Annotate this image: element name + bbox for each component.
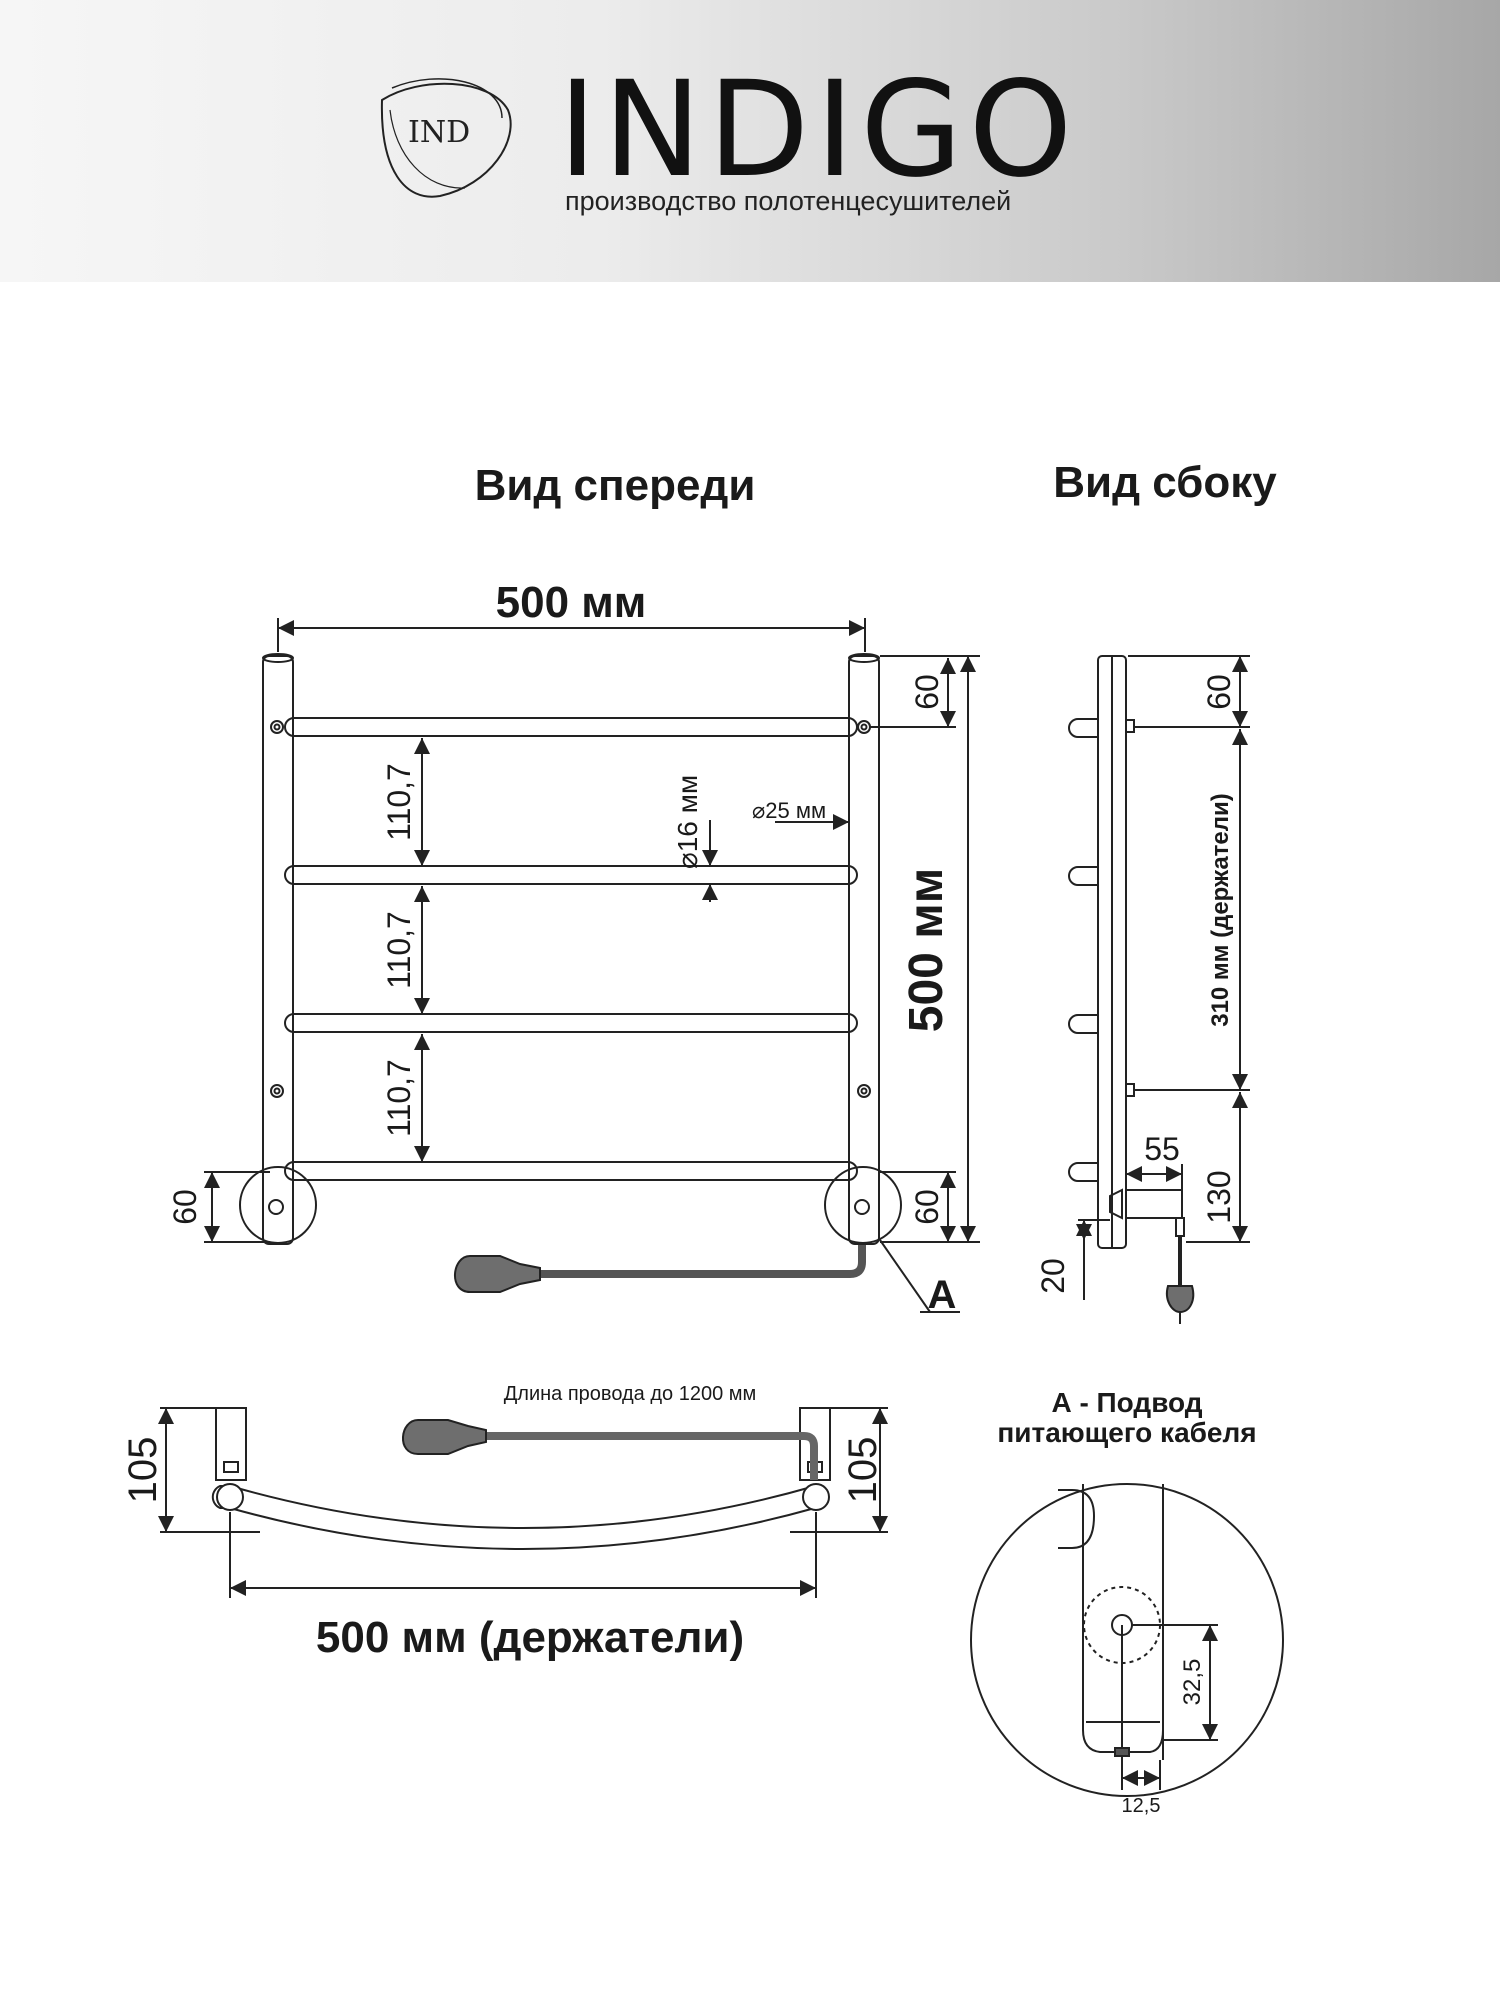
top-right-depth: 105 (841, 1437, 885, 1504)
left-bottom-offset: 60 (167, 1189, 203, 1225)
side-top-offset: 60 (1201, 674, 1237, 710)
logo-monogram: IND (408, 115, 471, 150)
detail-horizontal-dim: 12,5 (1122, 1795, 1161, 1817)
right-top-offset: 60 (909, 674, 945, 710)
callout-a-label: А (928, 1273, 957, 1317)
side-view (1068, 655, 1250, 1324)
side-holders-label: 310 мм (держатели) (1207, 793, 1234, 1027)
cable-length-label: Длина провода до 1200 мм (504, 1383, 757, 1405)
detail-vertical-dim: 32,5 (1179, 1659, 1206, 1706)
front-view (204, 618, 980, 1313)
rung-4 (284, 1161, 858, 1181)
top-view (158, 1407, 888, 1598)
side-depth-label: 55 (1144, 1131, 1180, 1167)
rung-3 (284, 1013, 858, 1033)
brand-name: INDIGO (558, 53, 1079, 207)
rung-spacing-2: 110,7 (381, 911, 417, 989)
right-bottom-offset: 60 (909, 1189, 945, 1225)
detail-a-view (970, 1483, 1284, 1797)
left-post (262, 655, 294, 1245)
top-holders-width: 500 мм (держатели) (316, 1613, 744, 1662)
front-view-title: Вид спереди (475, 461, 756, 510)
front-width-label: 500 мм (496, 578, 647, 627)
detail-title-line2: питающего кабеля (997, 1417, 1256, 1448)
front-height-label: 500 мм (900, 868, 953, 1032)
rung-spacing-1: 110,7 (381, 763, 417, 841)
logo-emblem-icon (380, 78, 512, 198)
side-bottom-offset: 130 (1201, 1170, 1237, 1223)
right-post (848, 655, 880, 1245)
side-view-title: Вид сбоку (1053, 458, 1277, 507)
rung-spacing-3: 110,7 (381, 1059, 417, 1137)
rung-2 (284, 865, 858, 885)
rung-1 (284, 717, 858, 737)
post-diameter-label: ⌀25 мм (752, 798, 826, 823)
rung-diameter-label: ⌀16 мм (672, 775, 703, 869)
detail-title-line1: А - Подвод (1051, 1387, 1202, 1418)
brand-tagline: производство полотенцесушителей (565, 186, 1012, 216)
top-left-depth: 105 (121, 1437, 165, 1504)
side-cable-offset: 20 (1035, 1258, 1071, 1294)
brand-header: IND INDIGO производство полотенцесушител… (0, 0, 1500, 282)
